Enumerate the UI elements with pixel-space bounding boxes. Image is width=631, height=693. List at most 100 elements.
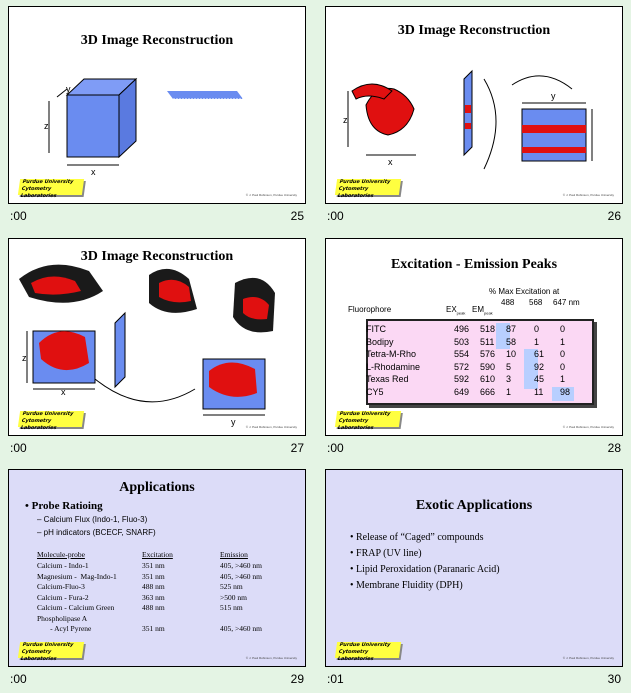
slide-title: 3D Image Reconstruction [397,23,551,38]
table-cell: 0 [560,361,566,372]
col-568: 568 [529,298,543,307]
slide-time: :00 [10,209,27,223]
col-header-excitation: Excitation [142,550,173,559]
slide-29: Applications • Probe Ratioing – Calcium … [8,469,306,693]
table-cell: 554 [454,349,470,360]
copyright: © J. Paul Robinson, Purdue University [245,425,297,429]
y-axis-label: y [231,417,236,427]
slide-panel: Exotic Applications • Release of “Caged”… [325,469,623,667]
table-cell: 351 nm [142,571,165,581]
slide-time: :00 [327,441,344,455]
table-cell: 0 [534,324,540,334]
table-cell: 511 [480,336,495,347]
sub-bullet: – Calcium Flux (Indo-1, Fluo-3) [37,515,148,524]
fluorophore-name: CY5 [366,387,384,397]
table-cell: 0 [560,349,566,360]
table-cell: 87 [506,324,517,334]
table-cell: 515 nm [220,603,243,612]
table-cell: 518 [480,324,496,334]
table-cell: 45 [534,374,545,385]
table-cell: 61 [534,349,545,360]
slide-time: :00 [327,209,344,223]
table-cell: 649 [454,387,470,397]
slide-title: Excitation - Emission Peaks [390,257,558,272]
list-item: • Lipid Peroxidation (Paranaric Acid) [350,564,500,575]
slide-26: 3D Image Reconstruction z x y Purdue Uni… [325,6,623,230]
bullet-probe-ratioing: • Probe Ratioing [25,500,103,512]
table-cell: 11 [534,387,544,397]
table-cell: 3 [506,374,512,385]
table-cell: 610 [480,374,496,385]
col-ex: EXpeak [446,305,466,316]
slide-number: 27 [290,441,304,455]
reconstruction-diagram: z x y [343,69,593,170]
list-item: • Release of “Caged” compounds [350,532,484,543]
exotic-list: • Release of “Caged” compounds • FRAP (U… [350,530,500,594]
table-cell: 1 [534,336,540,347]
slide-number: 26 [607,209,621,223]
sub-bullet: – pH indicators (BCECF, SNARF) [37,528,156,537]
table-cell: 488 nm [142,603,165,612]
table-cell: 525 nm [220,582,243,591]
slide-panel: Applications • Probe Ratioing – Calcium … [8,469,306,667]
table-cell: Magnesium - Mag-Indo-1 [37,571,117,581]
slide-panel: 3D Image Reconstruction z x y Purdue Uni… [325,6,623,204]
table-cell: 496 [454,324,470,334]
fluorophore-name: L-Rhodamine [366,361,421,372]
table-cell: 0 [560,324,566,334]
table-cell: Calcium - Indo-1 [37,561,89,570]
slide-30: Exotic Applications • Release of “Caged”… [325,469,623,693]
table-cell: Phospholipase A [37,613,88,623]
slide-27: 3D Image Reconstruction z x y Purdue Uni… [8,238,306,462]
slide-title: Applications [119,480,195,495]
fluorophore-name: Texas Red [366,374,409,385]
copyright: © J. Paul Robinson, Purdue University [562,656,614,660]
slide-title: 3D Image Reconstruction [80,33,234,48]
table-cell: 405, >460 nm [220,561,262,570]
copyright: © J. Paul Robinson, Purdue University [562,193,614,197]
slide-number: 29 [290,672,304,686]
table-cell: 363 nm [142,592,165,602]
slide-time: :00 [10,672,27,686]
copyright: © J. Paul Robinson, Purdue University [245,656,297,660]
table-cell: 405, >460 nm [220,571,262,581]
table-cell: 10 [506,349,517,360]
z-axis-label: z [343,115,348,125]
slide-number: 25 [290,209,304,223]
slide-panel: Excitation - Emission Peaks % Max Excita… [325,238,623,436]
table-cell: 351 nm [142,624,165,633]
table-cell: 576 [480,349,496,360]
table-cell: Calcium-Fluo-3 [37,582,85,591]
slide-title: 3D Image Reconstruction [80,249,234,264]
slide-panel: 3D Image Reconstruction z x y Purdue Uni… [8,238,306,436]
slide-25: 3D Image Reconstruction z x y Purdue Uni… [8,6,306,230]
table-cell: 1 [560,336,566,347]
x-axis-label: x [61,387,66,397]
slide-time: :00 [10,441,27,455]
table-cell: 572 [454,361,470,372]
slide-28: Excitation - Emission Peaks % Max Excita… [325,238,623,462]
y-axis-label: y [66,84,71,94]
col-em: EMpeak [472,305,493,316]
slide-number: 30 [607,672,621,686]
table-cell: 5 [506,361,512,372]
slide-number: 28 [607,441,621,455]
stack-diagram: z x y [19,264,275,427]
col-647: 647 nm [553,298,580,307]
table-cell: - Acyl Pyrene [37,624,92,633]
table-cell: >500 nm [220,592,247,602]
z-axis-label: z [44,121,49,131]
table-cell: 488 nm [142,582,165,591]
table-cell: 58 [506,336,517,347]
table-cell: 590 [480,361,496,372]
z-axis-label: z [22,353,27,363]
col-488: 488 [501,298,515,307]
y-axis-label: y [551,91,556,101]
table-cell: 98 [560,387,571,397]
table-cell: 351 nm [142,561,165,570]
